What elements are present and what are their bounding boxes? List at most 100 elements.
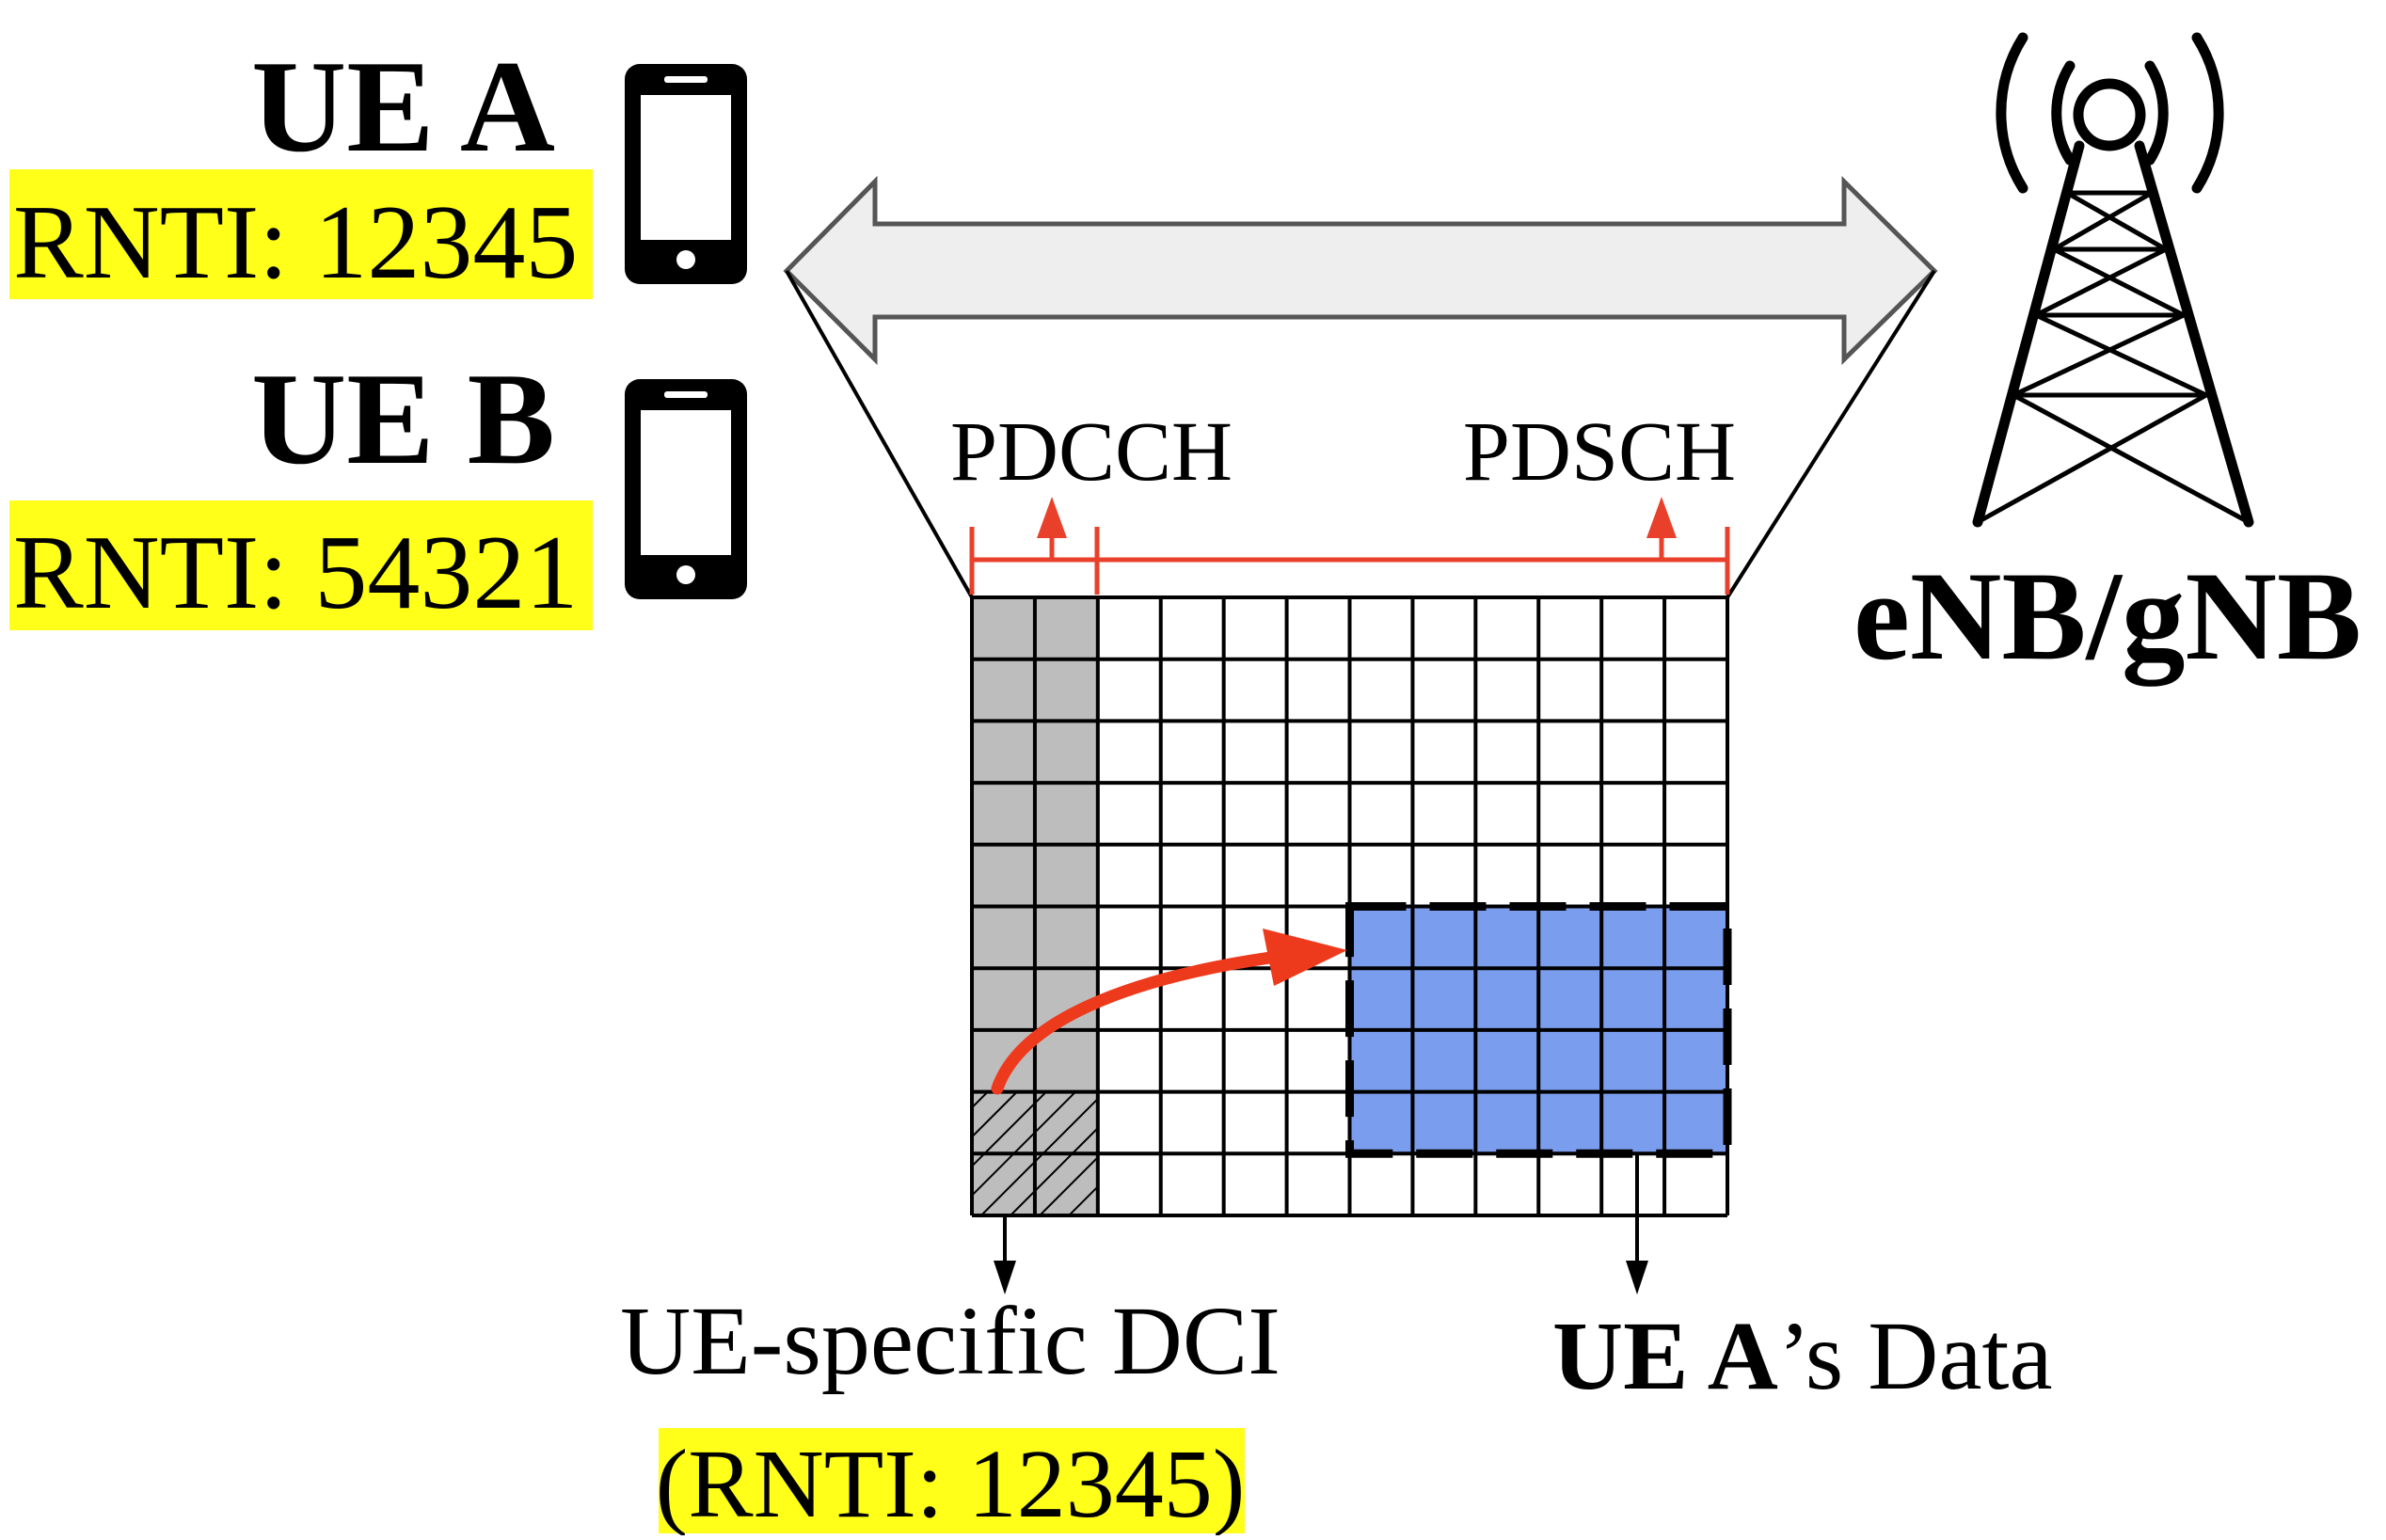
ue-a-data-cell: [1664, 1029, 1727, 1092]
phone-icon-ue-b: [625, 379, 747, 599]
pdsch-up-arrowhead: [1646, 497, 1677, 538]
pdcch-cell: [972, 844, 1035, 907]
grid-cell: [1412, 721, 1476, 784]
grid-cell: [1664, 721, 1727, 784]
pdcch-cell: [972, 597, 1035, 659]
phone-icon-ue-a: [625, 64, 747, 284]
ue-a-data-cell: [1664, 968, 1727, 1030]
grid-cell: [1349, 844, 1413, 907]
grid-cell: [1160, 597, 1224, 659]
grid-cell: [1286, 721, 1350, 784]
grid-cell: [1286, 968, 1350, 1030]
pdcch-cell: [1034, 783, 1098, 845]
pdcch-cell: [1034, 659, 1098, 722]
ue-a-rnti-highlight: [9, 169, 593, 299]
pdcch-cell: [972, 968, 1035, 1030]
pdcch-up-arrowhead: [1037, 497, 1067, 538]
ue-a-data-cell: [1601, 968, 1665, 1030]
ue-a-data-cell: [1601, 1029, 1665, 1092]
pdsch-label: PDSCH: [1463, 405, 1736, 499]
grid-cell: [1475, 783, 1539, 845]
grid-cell: [1160, 1091, 1224, 1154]
ue-a-data-cell: [1538, 906, 1602, 969]
grid-cell: [1475, 1153, 1539, 1215]
grid-cell: [1097, 1091, 1161, 1154]
pdcch-label: PDCCH: [950, 405, 1233, 499]
grid-cell: [1664, 597, 1727, 659]
ue-b-name: UE B: [251, 346, 555, 492]
grid-cell: [1601, 659, 1665, 722]
grid-cell: [1097, 721, 1161, 784]
grid-cell: [1160, 721, 1224, 784]
ue-a-data-frame: [1345, 902, 1732, 1158]
ue-a-data-cell: [1601, 906, 1665, 969]
ue-a-data-cell: [1664, 906, 1727, 969]
dci-caption-close-paren: ): [1213, 1430, 1246, 1535]
grid-cell: [1601, 721, 1665, 784]
grid-cell: [1475, 721, 1539, 784]
grid-cell: [1286, 1153, 1350, 1215]
grid-cell: [1097, 597, 1161, 659]
dci-caption-line1: UE-specific DCI: [620, 1287, 1280, 1395]
pdcch-cell: [1034, 721, 1098, 784]
grid-cell: [1160, 783, 1224, 845]
data-caption-suffix: ’s Data: [1778, 1302, 2053, 1410]
data-caption: UE A’s Data: [1552, 1302, 2053, 1410]
grid-cell: [1664, 844, 1727, 907]
grid-cell: [1097, 1153, 1161, 1215]
grid-cell: [1412, 783, 1476, 845]
grid-cell: [1412, 1153, 1476, 1215]
grid-cell: [1097, 1029, 1161, 1092]
grid-cell: [1538, 597, 1602, 659]
dci-to-data-arrowhead: [1263, 929, 1347, 986]
grid-cell: [1160, 906, 1224, 969]
pdcch-cell: [1034, 597, 1098, 659]
dci-cell: [1034, 1091, 1098, 1154]
grid-cell: [1412, 844, 1476, 907]
dci-cell: [972, 1153, 1035, 1215]
grid-cell: [1223, 597, 1287, 659]
base-station-label: eNB/gNB: [1853, 547, 2362, 687]
ue-a-data-cell: [1412, 1029, 1476, 1092]
grid-cell: [1601, 1153, 1665, 1215]
ue-a-data-cell: [1412, 906, 1476, 969]
ue-a-data-cell: [1349, 906, 1413, 969]
pdcch-cell: [1034, 906, 1098, 969]
grid-cell: [1160, 844, 1224, 907]
grid-cell: [1664, 1153, 1727, 1215]
downlink-double-arrow: [783, 175, 1938, 366]
grid-cell: [1349, 597, 1413, 659]
dci-to-data-arrow: [991, 951, 1277, 1095]
grid-cell: [1601, 597, 1665, 659]
ue-a-data-cell: [1349, 1091, 1413, 1154]
grid-cell: [1664, 783, 1727, 845]
grid-cell: [1475, 844, 1539, 907]
grid-cell: [1286, 783, 1350, 845]
grid-cell: [1538, 1153, 1602, 1215]
ue-a-data-cell: [1538, 1091, 1602, 1154]
dci-cell: [972, 1091, 1035, 1154]
dci-down-arrowhead: [994, 1261, 1016, 1294]
grid-cell: [1601, 783, 1665, 845]
grid-cell: [1349, 721, 1413, 784]
ue-a-data-cell: [1475, 906, 1539, 969]
grid-cell: [1349, 783, 1413, 845]
tower-icon: [1972, 32, 2254, 528]
ue-a-data-dashed-frame: [1345, 902, 1732, 1158]
pdcch-cell: [972, 659, 1035, 722]
dci-caption-rnti: RNTI: 12345: [688, 1430, 1213, 1535]
data-down-arrowhead: [1626, 1261, 1648, 1294]
grid-cell: [1097, 659, 1161, 722]
grid-cell: [1538, 659, 1602, 722]
pdcch-cell: [1034, 1029, 1098, 1092]
ue-a-data-cell: [1349, 968, 1413, 1030]
grid-cell: [1538, 783, 1602, 845]
grid-cell: [1097, 783, 1161, 845]
funnel-right-line: [1726, 269, 1936, 599]
ue-b-rnti-highlight: [9, 500, 593, 630]
ue-a-data-cell: [1412, 968, 1476, 1030]
grid-cell: [1160, 1029, 1224, 1092]
grid-cell: [1160, 659, 1224, 722]
